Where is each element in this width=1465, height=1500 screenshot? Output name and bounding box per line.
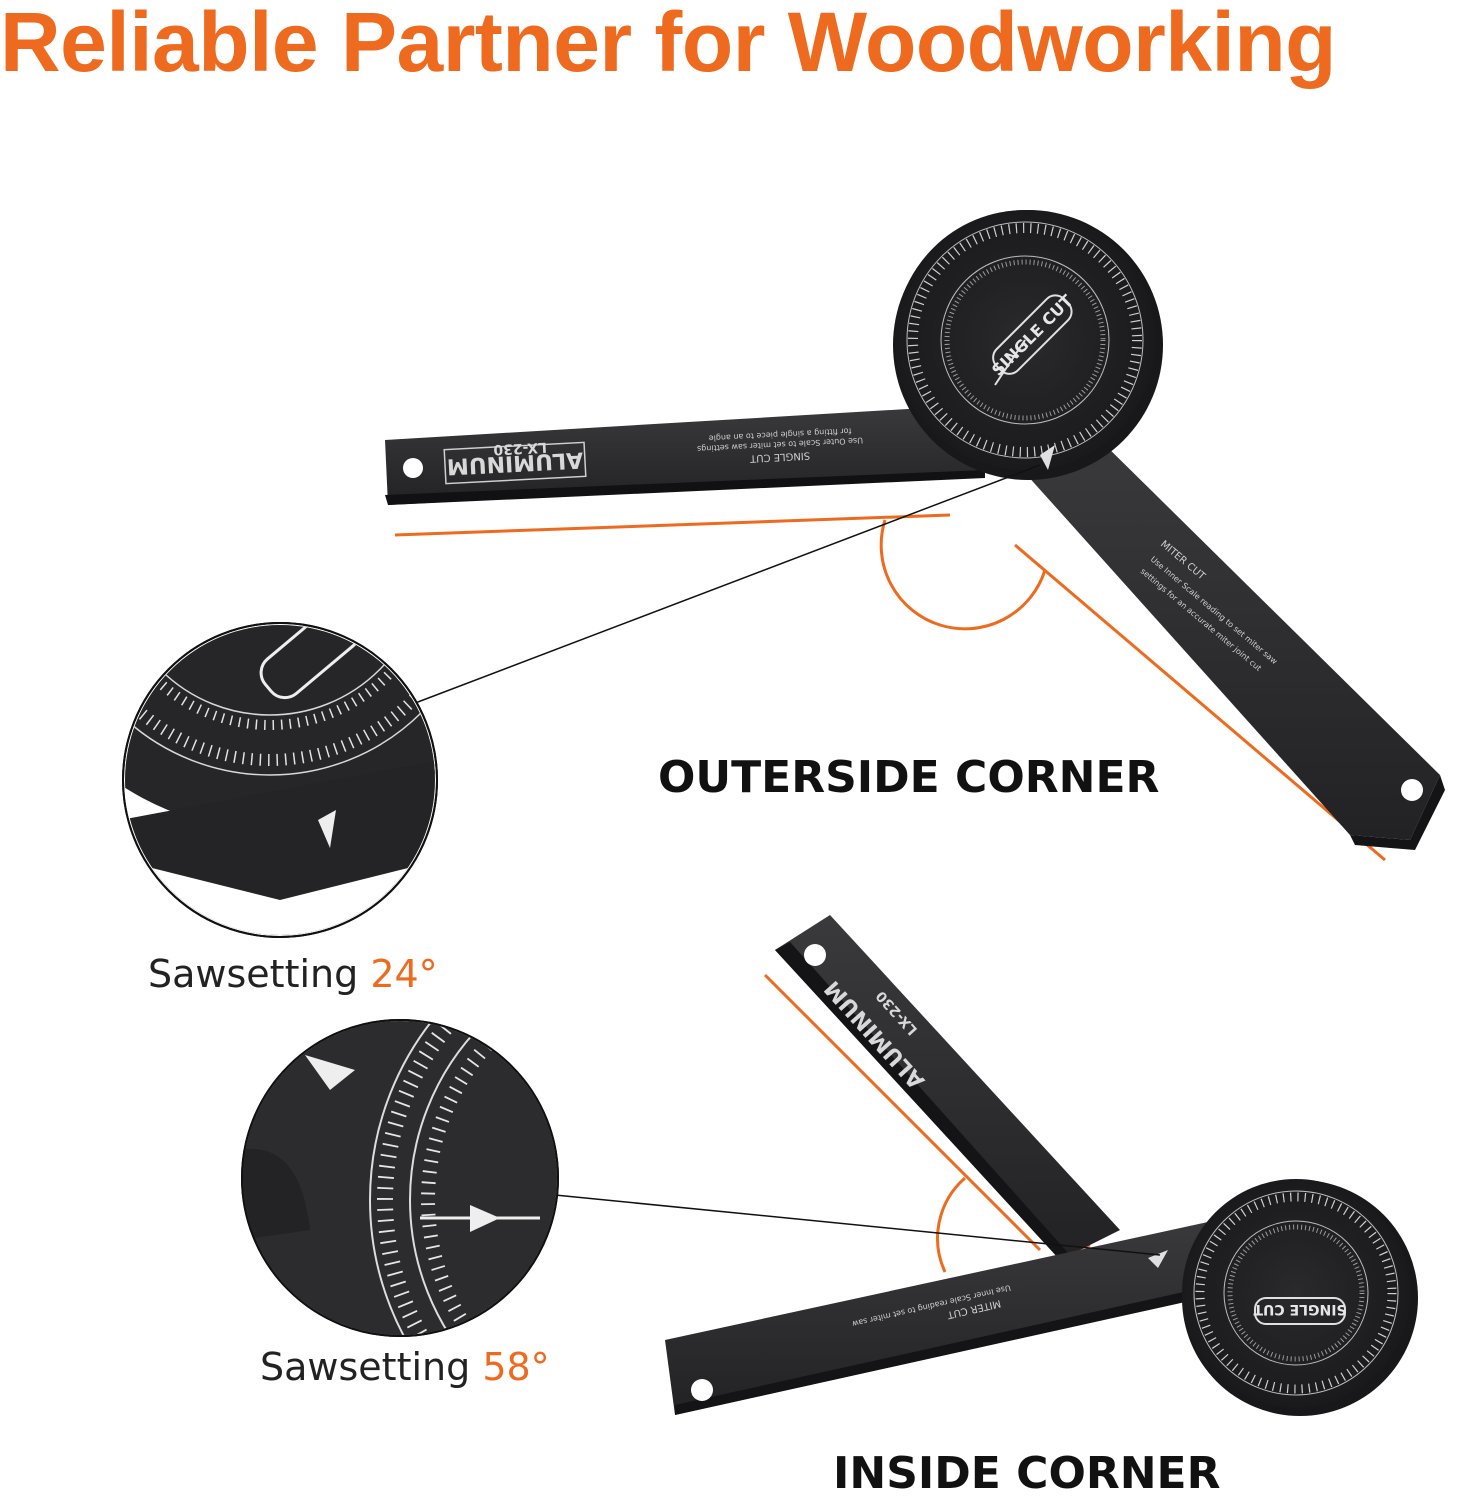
pointer-arrow-icon — [318, 810, 336, 848]
caption-sawsetting-24: Sawsetting 24° — [148, 952, 438, 996]
diagonal-arm — [1000, 435, 1440, 840]
upper-arm — [775, 915, 1120, 1260]
caption-sawsetting-58: Sawsetting 58° — [260, 1345, 550, 1389]
caption-prefix: Sawsetting — [260, 1345, 483, 1389]
caption-angle-value: 24° — [370, 952, 438, 996]
angle-arc-inside — [936, 1176, 966, 1273]
pointer-arrow-icon — [1040, 445, 1055, 470]
caption-prefix: Sawsetting — [148, 952, 371, 996]
svg-text:SINGLE CUT: SINGLE CUT — [749, 449, 810, 463]
guide-line-upper — [763, 973, 1042, 1252]
svg-text:SINGLE CUT: SINGLE CUT — [1253, 1301, 1347, 1317]
caption-angle-value: 58° — [482, 1345, 550, 1389]
hang-hole-right — [1401, 779, 1423, 801]
model-stamp: LX-230 — [493, 439, 548, 458]
angle-arc-outside — [879, 519, 1047, 631]
page-title: Reliable Partner for Woodworking — [0, 0, 1336, 89]
hang-hole-upper — [804, 944, 826, 966]
lower-arm — [665, 1215, 1260, 1415]
zoom-circle-24 — [122, 622, 438, 938]
guide-line-right — [1014, 543, 1386, 862]
guide-line-left — [394, 513, 951, 537]
outside-corner-protractor: ALUMINUM LX-230 SINGLE CUT Use Outer Sca… — [385, 210, 1445, 862]
hang-hole-left — [403, 458, 423, 478]
hang-hole-lower — [691, 1379, 713, 1401]
protractor-dial — [1182, 1179, 1410, 1407]
outside-corner-label: OUTERSIDE CORNER — [658, 752, 1160, 803]
inside-corner-protractor: ALUMINUM LX-230 MITER CUT Use Inner Scal… — [665, 915, 1418, 1416]
leader-line-top — [409, 464, 1041, 706]
inside-corner-label: INSIDE CORNER — [833, 1448, 1221, 1499]
pointer-arrow-icon — [305, 1055, 355, 1090]
leader-line-bottom — [554, 1194, 1161, 1256]
zoom-circle-58 — [241, 1019, 559, 1337]
pointer-arrow-icon — [1148, 1250, 1168, 1268]
